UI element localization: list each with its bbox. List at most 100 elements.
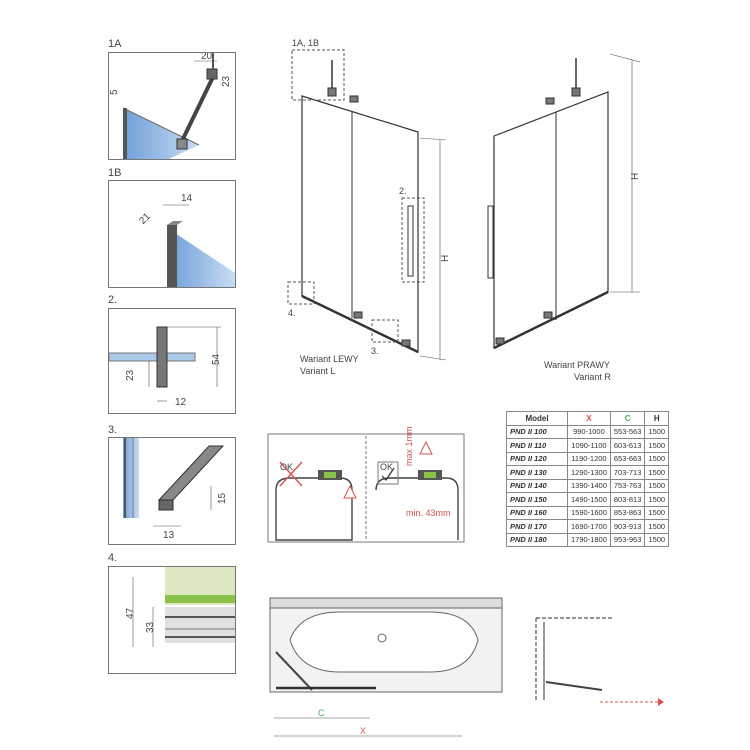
- ok-label-right: OK: [380, 462, 393, 472]
- cell-value: 1500: [644, 465, 670, 480]
- cell-value: 1500: [644, 492, 670, 507]
- callout-box-1a1b: [291, 49, 345, 101]
- warning-icon: [419, 440, 433, 455]
- dim-2-c: 12: [175, 397, 187, 408]
- handle-profile: [156, 326, 168, 388]
- cell-value: 953-963: [609, 532, 646, 547]
- cell-value: 1500: [644, 532, 670, 547]
- label-detail-3: 3.: [108, 424, 118, 436]
- warning-icon: [343, 484, 357, 499]
- detail-3-panel: 13 15: [108, 437, 236, 545]
- dim-4-b: 33: [145, 621, 156, 633]
- dim-4-a: 47: [125, 607, 136, 619]
- detail-2-drawing: 54 23 12: [109, 326, 222, 408]
- cell-value: 1500: [644, 424, 670, 439]
- detail-2-panel: 54 23 12: [108, 308, 236, 414]
- dim-3-b: 13: [163, 530, 175, 541]
- detail-1b-panel: 14 21: [108, 180, 236, 288]
- corner-detail: [535, 617, 664, 706]
- cell-value: 1690-1700: [567, 519, 611, 534]
- min-distance-label: min. 43mm: [406, 508, 451, 518]
- plan-c-label: C: [318, 708, 325, 718]
- cell-model: PND II 180: [506, 532, 568, 547]
- stabilizer-bar: [179, 76, 215, 144]
- dim-1a-b: 20: [201, 53, 213, 62]
- bath-top-view: [269, 597, 503, 693]
- detail-4-drawing: 47 33: [125, 567, 235, 647]
- cell-value: 1190-1200: [567, 451, 611, 466]
- dim-1a-c: 23: [221, 75, 232, 87]
- cell-value: 1590-1600: [567, 505, 611, 520]
- cell-value: 653-663: [609, 451, 646, 466]
- glass-pane: [169, 229, 235, 287]
- variant-left-line1: Wariant LEWY: [300, 354, 359, 364]
- dim-2-a: 54: [211, 353, 222, 365]
- cell-value: 1500: [644, 519, 670, 534]
- callout-box-2: [401, 197, 425, 283]
- cell-value: 1790-1800: [567, 532, 611, 547]
- cell-model: PND II 120: [506, 451, 568, 466]
- variant-left-drawing: [301, 60, 419, 354]
- detail-1a-panel: 20 23 5: [108, 52, 236, 160]
- spirit-level-right: [418, 470, 442, 480]
- detail-4-panel: 47 33: [108, 566, 236, 674]
- variant-left-line2: Variant L: [300, 366, 335, 376]
- cross-icon: [279, 461, 303, 487]
- dim-1a-a: 5: [109, 89, 120, 95]
- cell-value: 803-813: [609, 492, 646, 507]
- dim-3-a: 15: [217, 492, 228, 504]
- cell-value: 1500: [644, 478, 670, 493]
- callout-label-2: 2.: [399, 186, 407, 196]
- cell-value: 1500: [644, 505, 670, 520]
- label-detail-2: 2.: [108, 294, 118, 306]
- variant-right-drawing: [487, 58, 609, 350]
- callout-box-3: [371, 319, 399, 343]
- variant-right-line1: Wariant PRAWY: [544, 360, 610, 370]
- cell-value: 903-913: [609, 519, 646, 534]
- cell-value: 1390-1400: [567, 478, 611, 493]
- ok-label-wrong: OK: [280, 462, 293, 472]
- cell-model: PND II 160: [506, 505, 568, 520]
- col-h: H: [644, 411, 670, 426]
- variant-right-line2: Variant R: [574, 372, 611, 382]
- dim-1b-a: 21: [137, 211, 153, 227]
- check-icon: [381, 467, 395, 481]
- label-detail-1b: 1B: [108, 167, 122, 179]
- cell-value: 1500: [644, 438, 670, 453]
- label-detail-4: 4.: [108, 552, 118, 564]
- cell-value: 753-763: [609, 478, 646, 493]
- label-detail-1a: 1A: [108, 38, 122, 50]
- height-label-right: H: [630, 173, 641, 180]
- cell-value: 1490-1500: [567, 492, 611, 507]
- max-gap-label: max 1mm: [404, 426, 414, 466]
- cell-model: PND II 150: [506, 492, 568, 507]
- cell-value: 703-713: [609, 465, 646, 480]
- spirit-level-wrong: [318, 470, 342, 480]
- cell-model: PND II 130: [506, 465, 568, 480]
- height-label-left: H: [440, 255, 451, 262]
- seal-profile: [157, 445, 225, 501]
- cell-value: 603-613: [609, 438, 646, 453]
- callout-label-3: 3.: [371, 346, 379, 356]
- cell-value: 1500: [644, 451, 670, 466]
- table-header-row: Model X C H: [506, 411, 670, 426]
- detail-3-drawing: 13 15: [123, 438, 228, 541]
- cell-value: 553-563: [609, 424, 646, 439]
- col-x: X: [567, 411, 611, 426]
- install-check-panel: [267, 433, 465, 543]
- callout-label-4: 4.: [288, 308, 296, 318]
- cell-model: PND II 100: [506, 424, 568, 439]
- callout-label-1a1b: 1A, 1B: [292, 38, 319, 48]
- col-c: C: [609, 411, 646, 426]
- cell-value: 990-1000: [567, 424, 611, 439]
- detail-1b-drawing: 14 21: [137, 193, 235, 287]
- cell-value: 1290-1300: [567, 465, 611, 480]
- callout-box-4: [287, 281, 315, 305]
